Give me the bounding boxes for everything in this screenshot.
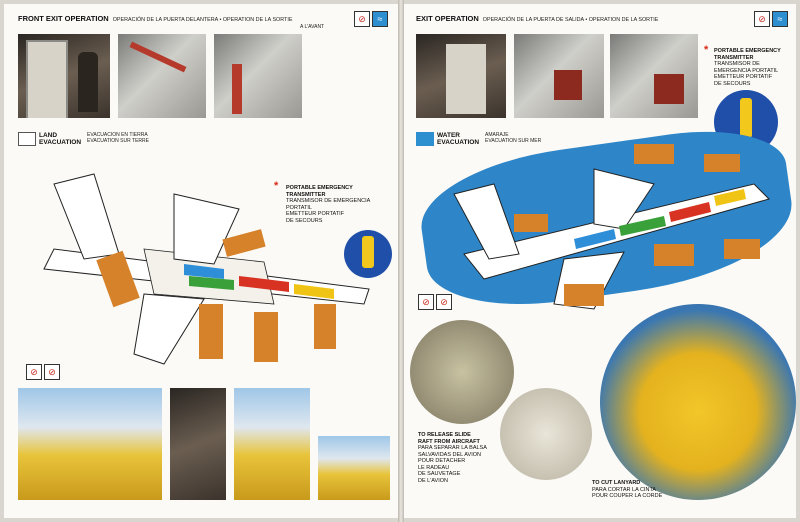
transmitter-device [362, 236, 374, 268]
wing-lower [133, 293, 205, 365]
photo-exit-handle [514, 34, 604, 118]
water-evacuation-icon [416, 132, 434, 146]
photo-slide-door [170, 388, 226, 500]
cut-lanyard-label: TO CUT LANYARD PARA CORTAR LA CINTA POUR… [592, 480, 663, 499]
raft-3 [704, 154, 740, 172]
transmitter-label: PORTABLE EMERGENCY TRANSMITTER TRANSMISO… [286, 185, 371, 224]
red-strap [232, 64, 242, 114]
slide-2 [199, 304, 223, 359]
no-smoking-icon: ⊘ [354, 11, 370, 27]
raft-5 [654, 244, 694, 266]
no-smoking-icon-3: ⊘ [754, 11, 770, 27]
transmitter-star: * [274, 180, 279, 192]
raft-6 [724, 239, 760, 259]
photo-door-attendant [18, 34, 110, 118]
land-evacuation-diagram [43, 173, 370, 365]
photo-exit-door [416, 34, 506, 118]
arrow-red [239, 276, 289, 292]
arrow-blue-2 [574, 229, 616, 249]
exit-red-panel [554, 70, 582, 100]
land-evacuation-icon [18, 132, 36, 146]
raft-4 [564, 284, 604, 306]
transmitter-device-2 [740, 98, 752, 138]
exit-red-panel-2 [654, 74, 684, 104]
tail-fin-2 [453, 183, 520, 260]
arrow-yellow [294, 284, 334, 299]
slide-1 [96, 250, 140, 308]
red-handle [129, 41, 187, 73]
no-smoking-icon-4: ⊘ [418, 294, 434, 310]
water-wave-icon-2: ≈ [772, 11, 788, 27]
raft-2 [634, 144, 674, 164]
page-fold [398, 0, 404, 522]
no-smoking-icon-2: ⊘ [26, 364, 42, 380]
arrow-red-2 [669, 202, 711, 222]
exit-door-panel [446, 44, 486, 114]
door-panel [26, 40, 68, 118]
transmitter-star-2: * [704, 44, 709, 56]
photo-slide-evac-2 [234, 388, 310, 500]
water-evacuation-label: WATER EVACUATION AMARAJE EVACUATION SUR … [416, 132, 541, 146]
slide-5 [222, 229, 266, 257]
arrow-green [189, 276, 234, 290]
raft-1 [514, 214, 548, 232]
wing-upper [173, 193, 240, 265]
arrow-blue [184, 264, 224, 279]
arrow-yellow-2 [714, 189, 746, 206]
photo-exit-lever [610, 34, 698, 118]
photo-slide-evac-1 [18, 388, 162, 500]
land-evacuation-label: LAND EVACUATION EVACUACION EN TIERRA EVA… [18, 132, 149, 146]
water-wave-icon: ≈ [372, 11, 388, 27]
arrow-green-2 [619, 216, 666, 236]
transmitter-label-2: PORTABLE EMERGENCY TRANSMITTER TRANSMISO… [714, 48, 781, 87]
slide-3 [254, 312, 278, 362]
photo-raft [600, 304, 796, 500]
front-exit-subtitle2: A L'AVANT [300, 24, 325, 30]
photo-door-lever [214, 34, 302, 118]
transmitter-photo [344, 230, 392, 278]
no-heels-icon: ⊘ [44, 364, 60, 380]
water-evacuation-diagram [453, 144, 770, 310]
photo-release-slide [410, 320, 514, 424]
no-heels-icon-2: ⊘ [436, 294, 452, 310]
slide-4 [314, 304, 336, 349]
release-slide-label: TO RELEASE SLIDE RAFT FROM AIRCRAFT PARA… [418, 432, 487, 484]
photo-door-handle [118, 34, 206, 118]
photo-release-handle [500, 388, 592, 480]
tail-fin [53, 173, 120, 260]
attendant-figure [78, 52, 98, 112]
photo-slide-evac-3 [318, 436, 390, 500]
